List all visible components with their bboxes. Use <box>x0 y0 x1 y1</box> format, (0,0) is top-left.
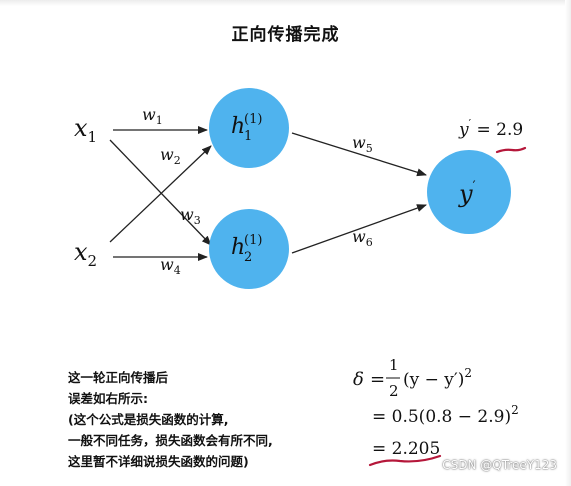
note-line: 一般不同任务，损失函数会有所不同, <box>68 433 273 448</box>
result-underline <box>368 454 442 467</box>
prediction-underline <box>495 146 527 154</box>
formula-delta: δ <box>353 369 364 390</box>
right-edge <box>565 0 571 486</box>
edge-w5 <box>291 132 427 177</box>
note-line: (这个公式是损失函数的计算, <box>68 412 229 427</box>
formula-line1: (y − y′)2 <box>403 366 472 390</box>
weight-w1-label: w1 <box>142 105 163 127</box>
formula-frac-numerator: 1 <box>389 356 399 374</box>
weight-w3-label: w3 <box>180 205 201 227</box>
weight-w5-label: w5 <box>352 133 373 155</box>
formula-line2: = 0.5(0.8 − 2.9)2 <box>372 403 519 427</box>
weight-w6-label: w6 <box>352 227 373 249</box>
weight-w4-label: w4 <box>160 255 181 277</box>
top-edge <box>0 0 571 6</box>
formula-line3: = 2.205 <box>372 439 440 459</box>
input-x2-label: x2 <box>74 238 97 270</box>
hidden-node-1 <box>209 88 289 168</box>
note-line: 误差如右所示: <box>68 391 148 406</box>
note-line: 这一轮正向传播后 <box>68 370 169 385</box>
edge-w2 <box>109 145 212 243</box>
input-x1-label: x1 <box>74 114 97 146</box>
slide-title: 正向传播完成 <box>231 25 340 45</box>
edge-w6 <box>291 204 427 254</box>
hidden-node-2 <box>209 209 289 289</box>
output-y-label: y′ <box>458 179 476 208</box>
hidden-h1-label: h(1)1 <box>231 112 262 144</box>
prediction-label: y′ = 2.9 <box>458 117 523 140</box>
explanation-note: 这一轮正向传播后 误差如右所示: (这个公式是损失函数的计算, 一般不同任务，损… <box>68 367 273 472</box>
hidden-h2-label: h(1)2 <box>231 233 262 265</box>
watermark: CSDN @QTreeY123 <box>442 458 557 472</box>
output-node <box>427 150 511 234</box>
note-line: 这里暂不详细说损失函数的问题) <box>68 454 249 469</box>
weight-w2-label: w2 <box>160 145 181 167</box>
formula-frac-denominator: 2 <box>389 382 399 400</box>
formula-equals: = <box>370 369 385 390</box>
edge-w3 <box>109 139 212 246</box>
